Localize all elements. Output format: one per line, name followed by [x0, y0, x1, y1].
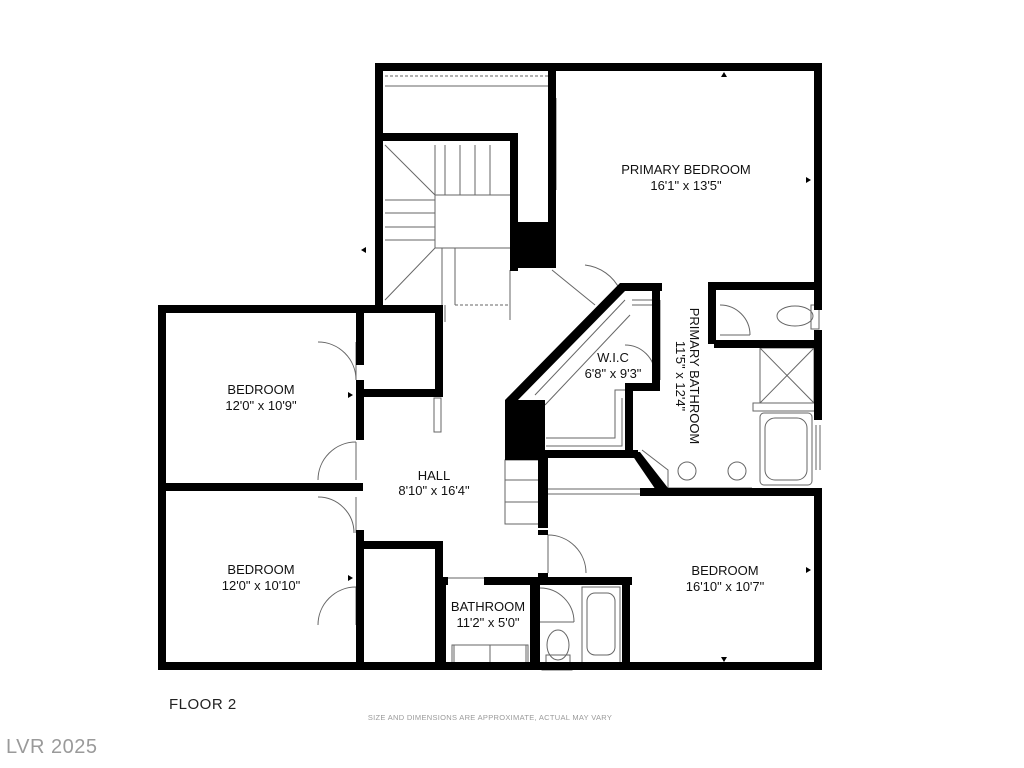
room-dims: 16'1" x 13'5" — [650, 178, 722, 193]
disclaimer: SIZE AND DIMENSIONS ARE APPROXIMATE, ACT… — [367, 713, 613, 722]
room-bathroom: BATHROOM 11'2" x 5'0" — [451, 599, 525, 630]
room-dims: 12'0" x 10'9" — [225, 398, 297, 413]
room-dims: 8'10" x 16'4" — [398, 483, 470, 498]
room-dims: 11'2" x 5'0" — [456, 615, 519, 630]
room-wic: W.I.C 6'8" x 9'3" — [585, 350, 642, 381]
room-bedroom-lower-left: BEDROOM 12'0" x 10'10" — [222, 562, 301, 593]
room-dims: 6'8" x 9'3" — [585, 366, 642, 381]
wall-markers — [257, 72, 811, 667]
watermark: LVR 2025 — [6, 736, 98, 758]
room-name: PRIMARY BEDROOM — [621, 162, 751, 177]
room-primary-bedroom: PRIMARY BEDROOM 16'1" x 13'5" — [621, 162, 751, 193]
room-name: BEDROOM — [691, 563, 758, 578]
room-primary-bathroom: PRIMARY BATHROOM 11'5" x 12'4" — [673, 308, 702, 445]
room-name: HALL — [418, 468, 451, 483]
room-name: BEDROOM — [227, 382, 294, 397]
walls — [158, 63, 822, 670]
room-name: BATHROOM — [451, 599, 525, 614]
room-bedroom-right: BEDROOM 16'10" x 10'7" — [686, 563, 765, 594]
room-name: BEDROOM — [227, 562, 294, 577]
room-name: PRIMARY BATHROOM — [687, 308, 702, 445]
room-hall: HALL 8'10" x 16'4" — [398, 468, 470, 498]
room-bedroom-upper-left: BEDROOM 12'0" x 10'9" — [225, 382, 297, 413]
room-dims: 12'0" x 10'10" — [222, 578, 301, 593]
room-dims: 11'5" x 12'4" — [673, 341, 688, 412]
floor-label: FLOOR 2 — [169, 696, 237, 713]
room-name: W.I.C — [597, 350, 629, 365]
room-dims: 16'10" x 10'7" — [686, 579, 765, 594]
